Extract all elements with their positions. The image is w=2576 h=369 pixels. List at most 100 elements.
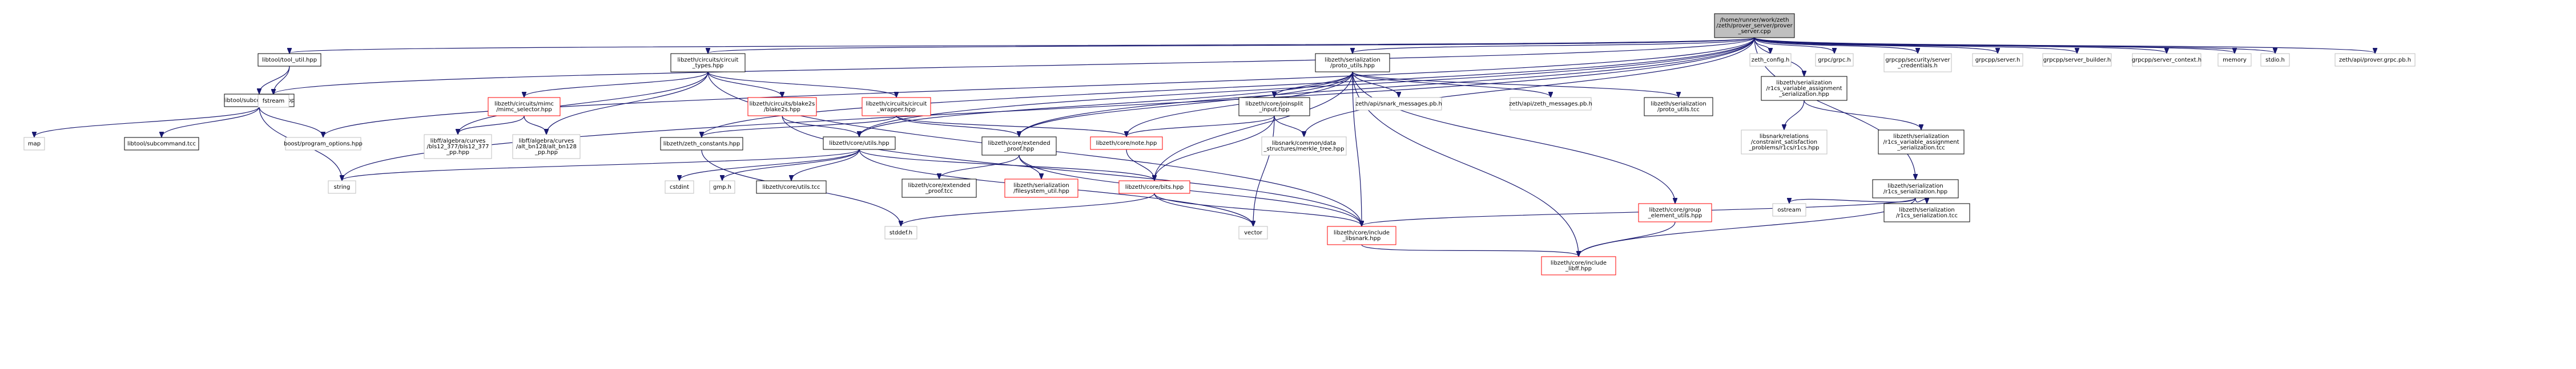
include-edge-core_utils-to-utils_tcc xyxy=(791,149,860,180)
include-edge-bits-to-vector xyxy=(1154,193,1253,226)
node-label: libzeth/core/group xyxy=(1649,207,1701,213)
include-edge-r1cs_va_ser-to-libsnark_relations xyxy=(1784,100,1805,129)
node-label: stddef.h xyxy=(889,230,912,236)
node-label: libzeth/core/include xyxy=(1334,230,1390,236)
node-note[interactable]: libzeth/core/note.hpp xyxy=(1090,136,1163,150)
include-edge-root-to-grpc_server xyxy=(1754,37,1998,53)
node-box xyxy=(1761,76,1848,101)
node-label: libzeth/serialization xyxy=(1325,57,1380,63)
node-label: _proof.tcc xyxy=(925,188,953,194)
node-label: _pp.hpp xyxy=(534,149,558,156)
node-bits[interactable]: libzeth/core/bits.hpp xyxy=(1118,180,1190,194)
node-label: libzeth/serialization xyxy=(1887,183,1943,189)
node-label: _server.cpp xyxy=(1737,29,1770,35)
include-edge-joinsplit_input-to-note xyxy=(1126,115,1275,136)
node-map: map xyxy=(23,137,45,151)
node-box xyxy=(1090,136,1163,150)
node-label: /mimc_selector.hpp xyxy=(496,107,552,113)
node-utils-tcc[interactable]: libzeth/core/utils.tcc xyxy=(756,180,827,194)
node-prover-grpc: zeth/api/prover.grpc.pb.h xyxy=(2334,53,2416,67)
node-grpcpp: grpc/grpc.h xyxy=(1815,53,1854,67)
node-gmp: gmp.h xyxy=(709,180,735,194)
node-label: zeth_config.h xyxy=(1752,57,1790,63)
node-merkle-tree: libsnark/common/data_structures/merkle_t… xyxy=(1261,136,1347,156)
node-box xyxy=(1883,53,1952,72)
node-box xyxy=(1118,180,1190,194)
include-edge-core_utils-to-cstdint xyxy=(679,149,860,180)
include-edge-proto_utils-to-extended_proof xyxy=(1019,71,1353,136)
node-box xyxy=(1238,97,1310,116)
node-proto-utils[interactable]: libzeth/serialization/proto_utils.hpp xyxy=(1315,53,1390,72)
include-edge-blake2s-to-include_libsnark xyxy=(782,115,1362,226)
node-mimc-selector[interactable]: libzeth/circuits/mimc/mimc_selector.hpp xyxy=(488,97,561,116)
node-label: zeth/api/prover.grpc.pb.h xyxy=(2339,57,2411,63)
node-group-element-utils[interactable]: libzeth/core/group_element_utils.hpp xyxy=(1638,203,1712,222)
node-label: _element_utils.hpp xyxy=(1648,213,1702,219)
node-bls12-377: libff/algebra/curves/bls12_377/bls12_377… xyxy=(424,134,492,159)
node-label: libzeth/serialization xyxy=(1651,101,1706,107)
node-label: /home/runner/work/zeth xyxy=(1720,17,1789,23)
node-label: libzeth/serialization xyxy=(1013,183,1069,189)
include-edge-root-to-grpcpp xyxy=(1754,37,1834,53)
node-grpc-builder: grpcpp/server_builder.h xyxy=(2042,53,2112,67)
node-box xyxy=(756,180,827,194)
node-label: libzeth/core/bits.hpp xyxy=(1125,184,1184,190)
include-edge-proto_utils-to-bits xyxy=(1154,71,1353,180)
node-joinsplit-input[interactable]: libzeth/core/joinsplit_input.hpp xyxy=(1238,97,1310,116)
node-label: gmp.h xyxy=(713,184,731,190)
include-edge-r1cs_ser-to-include_libff xyxy=(1579,197,1916,256)
node-r1cs-va-ser[interactable]: libzeth/serialization/r1cs_variable_assi… xyxy=(1761,76,1848,101)
node-tool-util[interactable]: libtool/tool_util.hpp xyxy=(257,53,321,67)
node-label: /proto_utils.hpp xyxy=(1330,63,1375,69)
node-zeth-constants[interactable]: libzeth/zeth_constants.hpp xyxy=(660,137,743,151)
node-zeth-config: zeth_config.h xyxy=(1749,53,1792,67)
node-circuit-wrapper[interactable]: libzeth/circuits/circuit_wrapper.hpp xyxy=(862,97,931,116)
include-edge-extended_proof-to-extended_proof_tcc xyxy=(939,155,1020,179)
node-circuit-types[interactable]: libzeth/circuits/circuit_types.hpp xyxy=(670,53,746,72)
node-label: _libsnark.hpp xyxy=(1342,236,1381,242)
include-edge-circuit_wrapper-to-extended_proof xyxy=(896,115,1019,136)
node-core-utils[interactable]: libzeth/core/utils.hpp xyxy=(823,136,896,150)
node-label: libzeth/circuits/blake2s xyxy=(750,101,815,107)
node-label: ostream xyxy=(1777,207,1801,213)
node-label: cstdint xyxy=(670,184,689,190)
node-proto-utils-tcc[interactable]: libzeth/serialization/proto_utils.tcc xyxy=(1644,97,1713,116)
node-r1cs-va-ser-tcc[interactable]: libzeth/serialization/r1cs_variable_assi… xyxy=(1878,129,1965,155)
node-root[interactable]: /home/runner/work/zeth/zeth/prover_serve… xyxy=(1714,13,1795,38)
node-box xyxy=(1238,226,1268,240)
include-edge-extended_proof-to-include_libsnark xyxy=(1019,155,1362,226)
include-edge-circuit_types-to-mimc_selector xyxy=(524,71,709,97)
node-label: _serialization.hpp xyxy=(1778,91,1829,98)
node-blake2s[interactable]: libzeth/circuits/blake2s/blake2s.hpp xyxy=(747,97,817,116)
include-edge-circuit_wrapper-to-zeth_constants xyxy=(702,115,897,137)
include-edge-proto_utils-to-core_utils xyxy=(859,71,1353,136)
include-edge-root-to-program_options xyxy=(323,37,1755,137)
node-box xyxy=(1261,136,1347,156)
node-label: /blake2s.hpp xyxy=(764,107,800,113)
node-label: libzeth/circuits/circuit xyxy=(866,101,927,107)
node-box xyxy=(660,137,743,151)
node-include-libsnark[interactable]: libzeth/core/include_libsnark.hpp xyxy=(1327,226,1396,245)
graph-nodes: /home/runner/work/zeth/zeth/prover_serve… xyxy=(23,13,2416,275)
include-edge-mimc_selector-to-bls12_377 xyxy=(458,115,525,134)
node-include-libff[interactable]: libzeth/core/include_libff.hpp xyxy=(1541,256,1616,275)
node-label: _serialization.tcc xyxy=(1897,145,1945,151)
node-r1cs-ser-tcc[interactable]: libzeth/serialization/r1cs_serialization… xyxy=(1883,203,1970,222)
node-label: grpc/grpc.h xyxy=(1818,57,1851,63)
include-edge-r1cs_ser-to-ostream xyxy=(1789,197,1916,203)
node-label: _credentials.h xyxy=(1897,63,1938,69)
node-r1cs-ser[interactable]: libzeth/serialization/r1cs_serialization… xyxy=(1872,179,1959,198)
node-label: libzeth/circuits/circuit xyxy=(678,57,739,63)
node-filesystem-util[interactable]: libzeth/serialization/filesystem_util.hp… xyxy=(1004,179,1078,198)
node-label: vector xyxy=(1244,230,1263,236)
node-extended-proof[interactable]: libzeth/core/extended_proof.hpp xyxy=(981,136,1057,156)
node-box xyxy=(1972,53,2023,67)
node-subcommand-tcc[interactable]: libtool/subcommand.tcc xyxy=(124,137,199,151)
node-label: _types.hpp xyxy=(692,63,724,69)
node-extended-proof-tcc[interactable]: libzeth/core/extended_proof.tcc xyxy=(901,179,977,198)
include-edge-subcommand-to-map xyxy=(34,106,260,137)
include-edge-root-to-circuit_types xyxy=(708,37,1755,53)
node-box xyxy=(2260,53,2290,67)
node-box xyxy=(670,53,746,72)
include-edge-include_libsnark-to-include_libff xyxy=(1361,244,1579,256)
